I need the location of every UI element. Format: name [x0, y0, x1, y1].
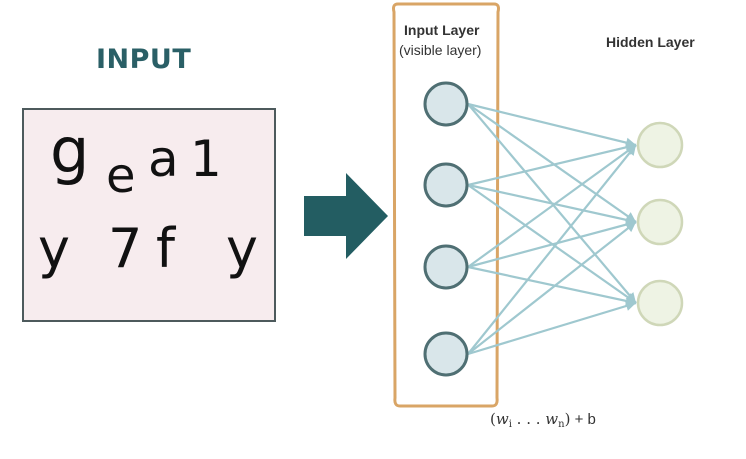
connection-arrowhead	[625, 222, 636, 233]
formula-w-start: w	[495, 410, 509, 428]
formula-w-end-sub: n	[558, 419, 565, 430]
formula-w-start-sub: i	[508, 419, 512, 430]
captcha-char: y	[226, 217, 258, 280]
captcha-char: a	[148, 130, 179, 188]
input-heading: INPUT	[96, 44, 192, 75]
input-layer-frame	[392, 2, 500, 408]
captcha-char: f	[156, 217, 176, 280]
connections	[467, 102, 637, 356]
connection-arrowhead	[624, 301, 636, 311]
connection-edge	[467, 144, 637, 268]
hidden-node	[636, 198, 684, 246]
connection-edge	[467, 221, 637, 355]
connection-edge	[467, 103, 637, 223]
hidden-node	[636, 279, 684, 327]
input-node	[423, 244, 469, 290]
captcha-char: 7	[108, 217, 143, 280]
formula-w-end: w	[545, 410, 559, 428]
input-layer-title: Input Layer	[404, 22, 480, 38]
connection-edge	[467, 265, 637, 305]
input-node	[423, 162, 469, 208]
captcha-char: e	[106, 148, 136, 204]
connection-edge	[467, 183, 637, 224]
formula-open: (	[490, 410, 496, 428]
input-node	[423, 331, 469, 377]
formula-close: )	[564, 410, 571, 428]
captcha-image: g e a 1 y 7 f y	[22, 108, 276, 322]
connection-edge	[467, 144, 637, 355]
captcha-char: g	[50, 114, 90, 187]
weight-bias-formula: (wi . . . wn) + b	[490, 410, 596, 430]
formula-tail: + b	[570, 411, 596, 428]
connection-edge	[467, 102, 637, 147]
connection-arrowhead	[625, 145, 636, 156]
input-node	[423, 81, 469, 127]
connection-edge	[467, 143, 637, 187]
connection-edge	[467, 301, 637, 356]
connection-edge	[467, 220, 637, 269]
hidden-layer-title: Hidden Layer	[606, 34, 695, 50]
input-layer-subtitle: (visible layer)	[399, 42, 482, 58]
captcha-char: 1	[190, 130, 222, 188]
hidden-node	[636, 121, 684, 169]
nodes	[423, 81, 684, 377]
formula-ellipsis: . . .	[511, 410, 546, 428]
captcha-char: y	[38, 217, 70, 280]
